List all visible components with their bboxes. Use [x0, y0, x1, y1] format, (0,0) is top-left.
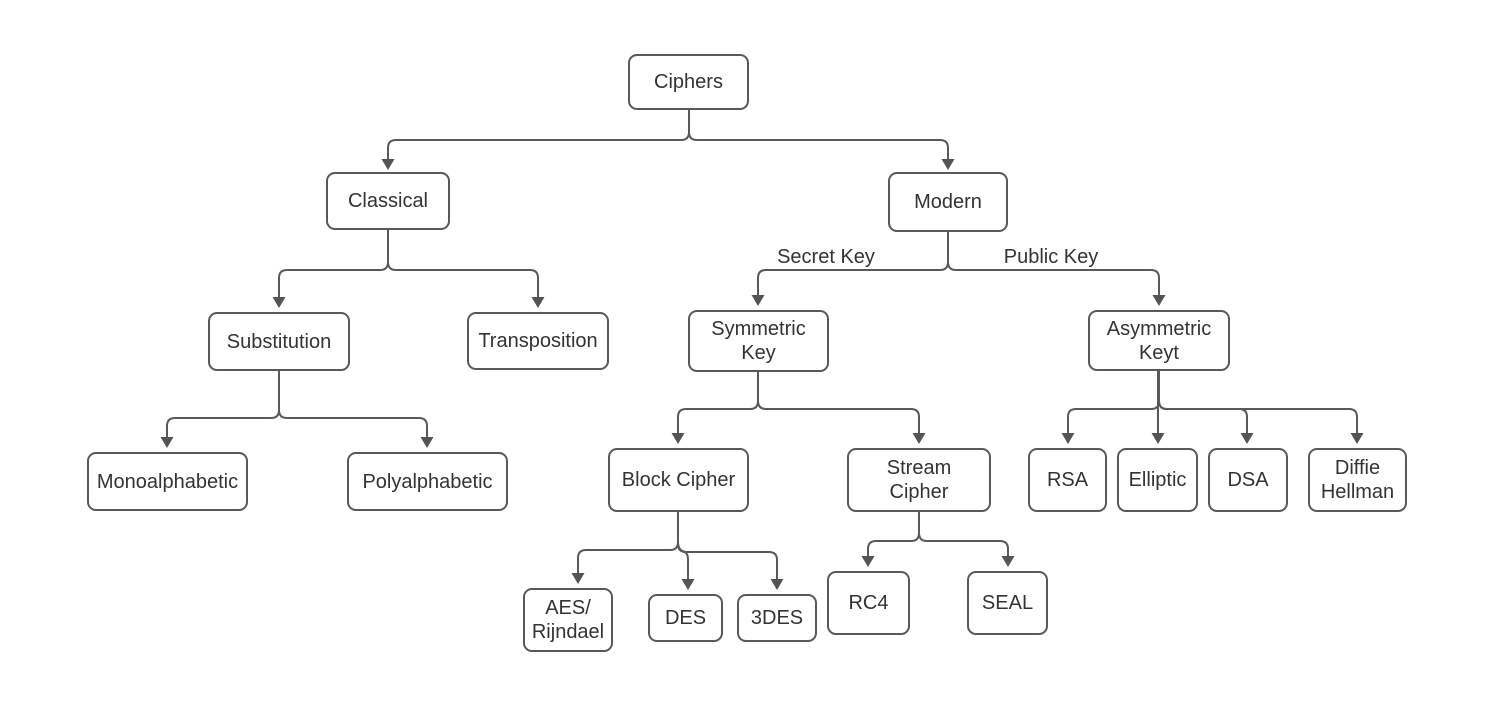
arrowhead-icon: [381, 159, 395, 170]
edge-line: [1067, 371, 1160, 433]
edge-symmetric-block-cipher: [671, 372, 759, 444]
edge-line: [278, 371, 428, 437]
edge-block-3des: [677, 512, 784, 590]
node-rsa: RSA: [1028, 448, 1107, 512]
arrowhead-icon: [681, 579, 695, 590]
edge-symmetric-stream-cipher: [757, 372, 926, 444]
edge-line: [278, 230, 389, 297]
edge-line: [677, 512, 778, 579]
node-substitution: Substitution: [208, 312, 350, 371]
edge-line: [387, 110, 690, 159]
edge-substitution-polyalphabetic: [278, 371, 434, 448]
edge-line: [867, 512, 920, 556]
edge-line: [918, 512, 1009, 556]
edge-line: [387, 230, 539, 297]
edge-modern-symmetric: [751, 232, 949, 306]
arrowhead-icon: [912, 433, 926, 444]
arrowhead-icon: [671, 433, 685, 444]
edge-asymmetric-rsa: [1061, 371, 1160, 444]
node-dsa: DSA: [1208, 448, 1288, 512]
edge-line: [166, 371, 280, 437]
edge-modern-asymmetric: [947, 232, 1166, 306]
node-diffie-hellman: Diffie Hellman: [1308, 448, 1407, 512]
arrowhead-icon: [861, 556, 875, 567]
edge-stream-rc4: [861, 512, 920, 567]
edge-line: [688, 110, 949, 159]
edge-line: [947, 232, 1160, 295]
arrowhead-icon: [770, 579, 784, 590]
node-modern: Modern: [888, 172, 1008, 232]
node-monoalphabetic: Monoalphabetic: [87, 452, 248, 511]
edge-asymmetric-dsa: [1158, 371, 1254, 444]
node-3des: 3DES: [737, 594, 817, 642]
arrowhead-icon: [571, 573, 585, 584]
edge-line: [677, 512, 689, 579]
arrowhead-icon: [1061, 433, 1075, 444]
node-seal: SEAL: [967, 571, 1048, 635]
arrowhead-icon: [420, 437, 434, 448]
arrowhead-icon: [751, 295, 765, 306]
node-block-cipher: Block Cipher: [608, 448, 749, 512]
arrowhead-icon: [272, 297, 286, 308]
arrowhead-icon: [1151, 433, 1165, 444]
node-aes-rijndael: AES/ Rijndael: [523, 588, 613, 652]
arrowhead-icon: [160, 437, 174, 448]
edge-stream-seal: [918, 512, 1015, 567]
edge-line: [577, 512, 679, 573]
arrowhead-icon: [941, 159, 955, 170]
edge-block-aes: [571, 512, 679, 584]
edge-substitution-monoalphabetic: [160, 371, 280, 448]
arrowhead-icon: [1001, 556, 1015, 567]
arrowhead-icon: [531, 297, 545, 308]
node-classical: Classical: [326, 172, 450, 230]
node-des: DES: [648, 594, 723, 642]
arrowhead-icon: [1152, 295, 1166, 306]
node-asymmetric-key: Asymmetric Keyt: [1088, 310, 1230, 371]
arrowhead-icon: [1240, 433, 1254, 444]
node-symmetric-key: Symmetric Key: [688, 310, 829, 372]
node-transposition: Transposition: [467, 312, 609, 370]
arrowhead-icon: [1350, 433, 1364, 444]
node-stream-cipher: Stream Cipher: [847, 448, 991, 512]
edge-classical-substitution: [272, 230, 389, 308]
node-rc4: RC4: [827, 571, 910, 635]
node-polyalphabetic: Polyalphabetic: [347, 452, 508, 511]
edge-ciphers-modern: [688, 110, 955, 170]
edge-label-secret-key: Secret Key: [777, 246, 875, 268]
edge-label-public-key: Public Key: [1003, 246, 1099, 268]
edge-classical-transposition: [387, 230, 545, 308]
node-ciphers: Ciphers: [628, 54, 749, 110]
edge-asymmetric-diffie-hellman: [1158, 371, 1364, 444]
node-elliptic: Elliptic: [1117, 448, 1198, 512]
edge-line: [677, 372, 759, 433]
edge-line: [1158, 371, 1248, 433]
edge-line: [757, 372, 920, 433]
edge-ciphers-classical: [381, 110, 690, 170]
edge-line: [1158, 371, 1358, 433]
